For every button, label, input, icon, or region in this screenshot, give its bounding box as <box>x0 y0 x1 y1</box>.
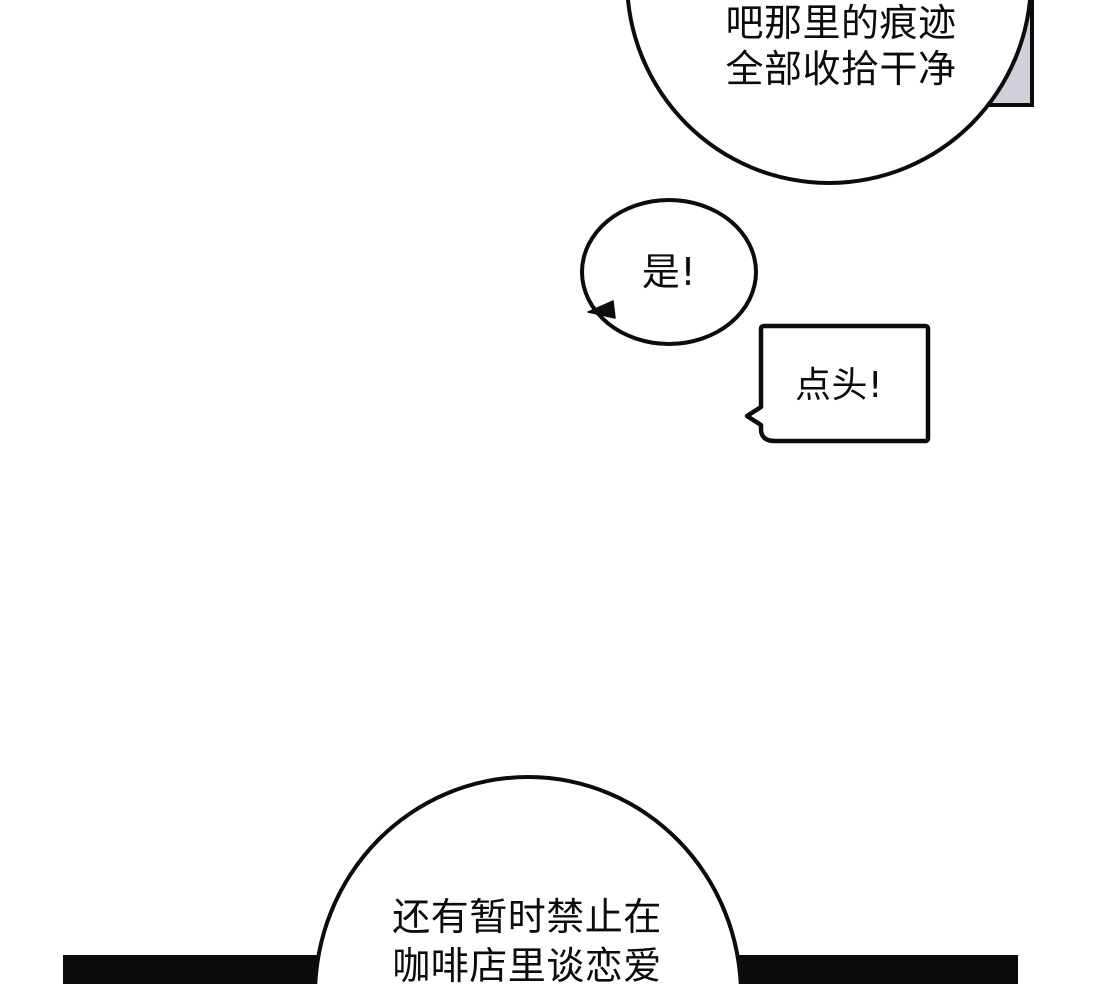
text-line: 全部收拾干净 <box>725 47 957 91</box>
speech-text-bottom: 还有暂时禁止在 咖啡店里谈恋爱 <box>378 893 676 984</box>
speech-box-nod <box>744 323 931 444</box>
speech-text-top: 吧那里的痕迹 全部收拾干净 <box>666 0 1016 92</box>
text-line: 还有暂时禁止在 <box>392 895 662 939</box>
text-line: 点头! <box>795 365 883 406</box>
speech-bubble-shi <box>580 198 758 346</box>
speech-text-nod: 点头! <box>753 364 925 408</box>
text-line: 吧那里的痕迹 <box>725 1 957 45</box>
bubble-tail-left <box>587 300 616 319</box>
speech-text-shi: 是! <box>599 250 739 294</box>
text-line: 咖啡店里谈恋爱 <box>392 944 662 984</box>
text-line: 是! <box>641 250 697 294</box>
